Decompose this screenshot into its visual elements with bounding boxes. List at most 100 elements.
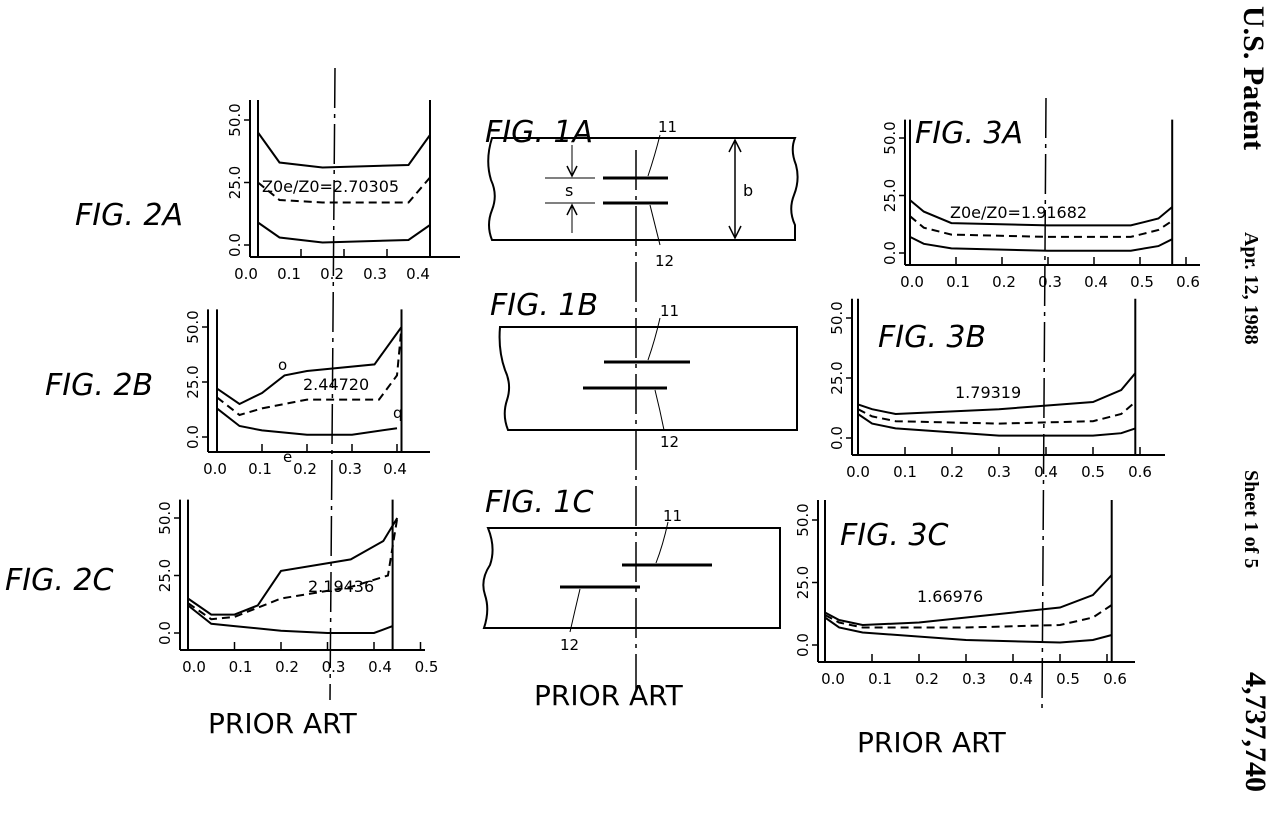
x-tick-label: 0.1 [893, 463, 917, 481]
x-tick-label: 0.3 [363, 265, 387, 283]
x-tick-label: 0.0 [900, 273, 924, 291]
curve-middle [909, 215, 1173, 238]
y-tick-label: 25.0 [881, 179, 899, 212]
x-tick-label: 0.5 [1056, 670, 1080, 688]
curve-e [216, 407, 398, 436]
y-tick-label: 0.0 [156, 621, 174, 645]
x-tick-label: 0.0 [182, 658, 206, 676]
x-tick-label: 0.1 [277, 265, 301, 283]
fig2b-title: FIG. 2B [45, 368, 153, 403]
x-tick-label: 0.5 [1130, 273, 1154, 291]
x-tick-label: 0.6 [1176, 273, 1200, 291]
fig2c-ratio-annotation: 2.19436 [308, 577, 374, 596]
x-tick-label: 0.2 [320, 265, 344, 283]
x-tick-label: 0.5 [1081, 463, 1105, 481]
centerline-fig3 [1041, 97, 1047, 711]
centerline-fig2 [329, 67, 336, 701]
prior-art-label-fig3: PRIOR ART [857, 726, 1007, 759]
y-tick-label: 0.0 [828, 426, 846, 450]
fig3c-ratio-annotation: 1.66976 [917, 587, 983, 606]
x-tick-label: 0.2 [293, 460, 317, 478]
x-tick-label: 0.2 [915, 670, 939, 688]
y-tick-label: 25.0 [184, 365, 202, 398]
x-tick-label: 0.3 [322, 658, 346, 676]
fig3b-ratio-annotation: 1.79319 [955, 383, 1021, 402]
y-tick-label: 0.0 [794, 633, 812, 657]
y-tick-label: 50.0 [794, 503, 812, 536]
x-tick-label: 0.3 [962, 670, 986, 688]
x-tick-label: 0.0 [846, 463, 870, 481]
curve-upper [187, 517, 399, 616]
y-tick-label: 0.0 [184, 425, 202, 449]
y-tick-label: 50.0 [828, 301, 846, 334]
y-tick-label: 50.0 [226, 103, 244, 136]
x-tick-label: 0.0 [821, 670, 845, 688]
y-tick-label: 25.0 [794, 566, 812, 599]
x-tick-label: 0.4 [383, 460, 407, 478]
patent-date: Apr. 12, 1988 [1240, 232, 1262, 345]
curve-upper [857, 372, 1137, 416]
curve-middle [857, 401, 1136, 425]
fig2a-ratio-annotation: Z0e/Z0=2.70305 [262, 177, 399, 196]
fig1a-label-s: s [565, 181, 573, 200]
fig3b-title: FIG. 3B [878, 320, 986, 355]
curve-lower [909, 236, 1173, 252]
curve-label-q: q [393, 404, 403, 422]
fig1a-diagram [487, 134, 799, 246]
fig1b-label-12: 12 [660, 433, 679, 451]
x-tick-label: 0.4 [406, 265, 430, 283]
x-tick-label: 0.1 [248, 460, 272, 478]
curve-label-e: e [283, 448, 292, 466]
y-tick-label: 25.0 [156, 559, 174, 592]
curve-lower [187, 604, 393, 634]
x-tick-label: 0.1 [946, 273, 970, 291]
x-tick-label: 0.2 [992, 273, 1016, 291]
fig2a-title: FIG. 2A [75, 198, 183, 233]
fig1c-label-12: 12 [560, 636, 579, 654]
y-tick-label: 25.0 [226, 166, 244, 199]
fig3c-title: FIG. 3C [840, 518, 949, 553]
curve-q [216, 326, 403, 417]
fig2b-ratio-annotation: 2.44720 [303, 375, 369, 394]
x-tick-label: 0.5 [415, 658, 439, 676]
x-tick-label: 0.3 [1038, 273, 1062, 291]
x-tick-label: 0.3 [987, 463, 1011, 481]
fig1b-title: FIG. 1B [490, 288, 598, 323]
x-tick-label: 0.2 [940, 463, 964, 481]
x-tick-label: 0.4 [1034, 463, 1058, 481]
x-tick-label: 0.1 [868, 670, 892, 688]
x-tick-label: 0.0 [234, 265, 258, 283]
curve-upper [824, 574, 1113, 627]
curve-middle [187, 517, 399, 621]
fig1c-diagram [482, 521, 781, 633]
fig1a-label-11: 11 [658, 118, 677, 136]
curve-o [216, 326, 403, 406]
y-tick-label: 25.0 [828, 361, 846, 394]
curve-upper [257, 131, 431, 169]
x-tick-label: 0.6 [1128, 463, 1152, 481]
curve-lower [824, 616, 1112, 644]
y-tick-label: 50.0 [184, 310, 202, 343]
fig1c-label-11: 11 [663, 507, 682, 525]
sheet-number: Sheet 1 of 5 [1240, 470, 1262, 569]
y-tick-label: 0.0 [881, 241, 899, 265]
curve-lower [257, 221, 431, 244]
x-tick-label: 0.4 [1084, 273, 1108, 291]
fig3a-title: FIG. 3A [915, 116, 1023, 151]
fig3a-ratio-annotation: Z0e/Z0=1.91682 [950, 203, 1087, 222]
x-tick-label: 0.3 [338, 460, 362, 478]
x-tick-label: 0.2 [275, 658, 299, 676]
patent-number: 4,737,740 [1239, 672, 1272, 792]
fig1c-title: FIG. 1C [485, 485, 594, 520]
prior-art-label-fig1: PRIOR ART [534, 679, 684, 712]
fig1b-diagram [498, 317, 798, 431]
curve-middle [824, 604, 1113, 629]
fig1a-label-b: b [743, 181, 753, 200]
fig2c-title: FIG. 2C [5, 563, 114, 598]
